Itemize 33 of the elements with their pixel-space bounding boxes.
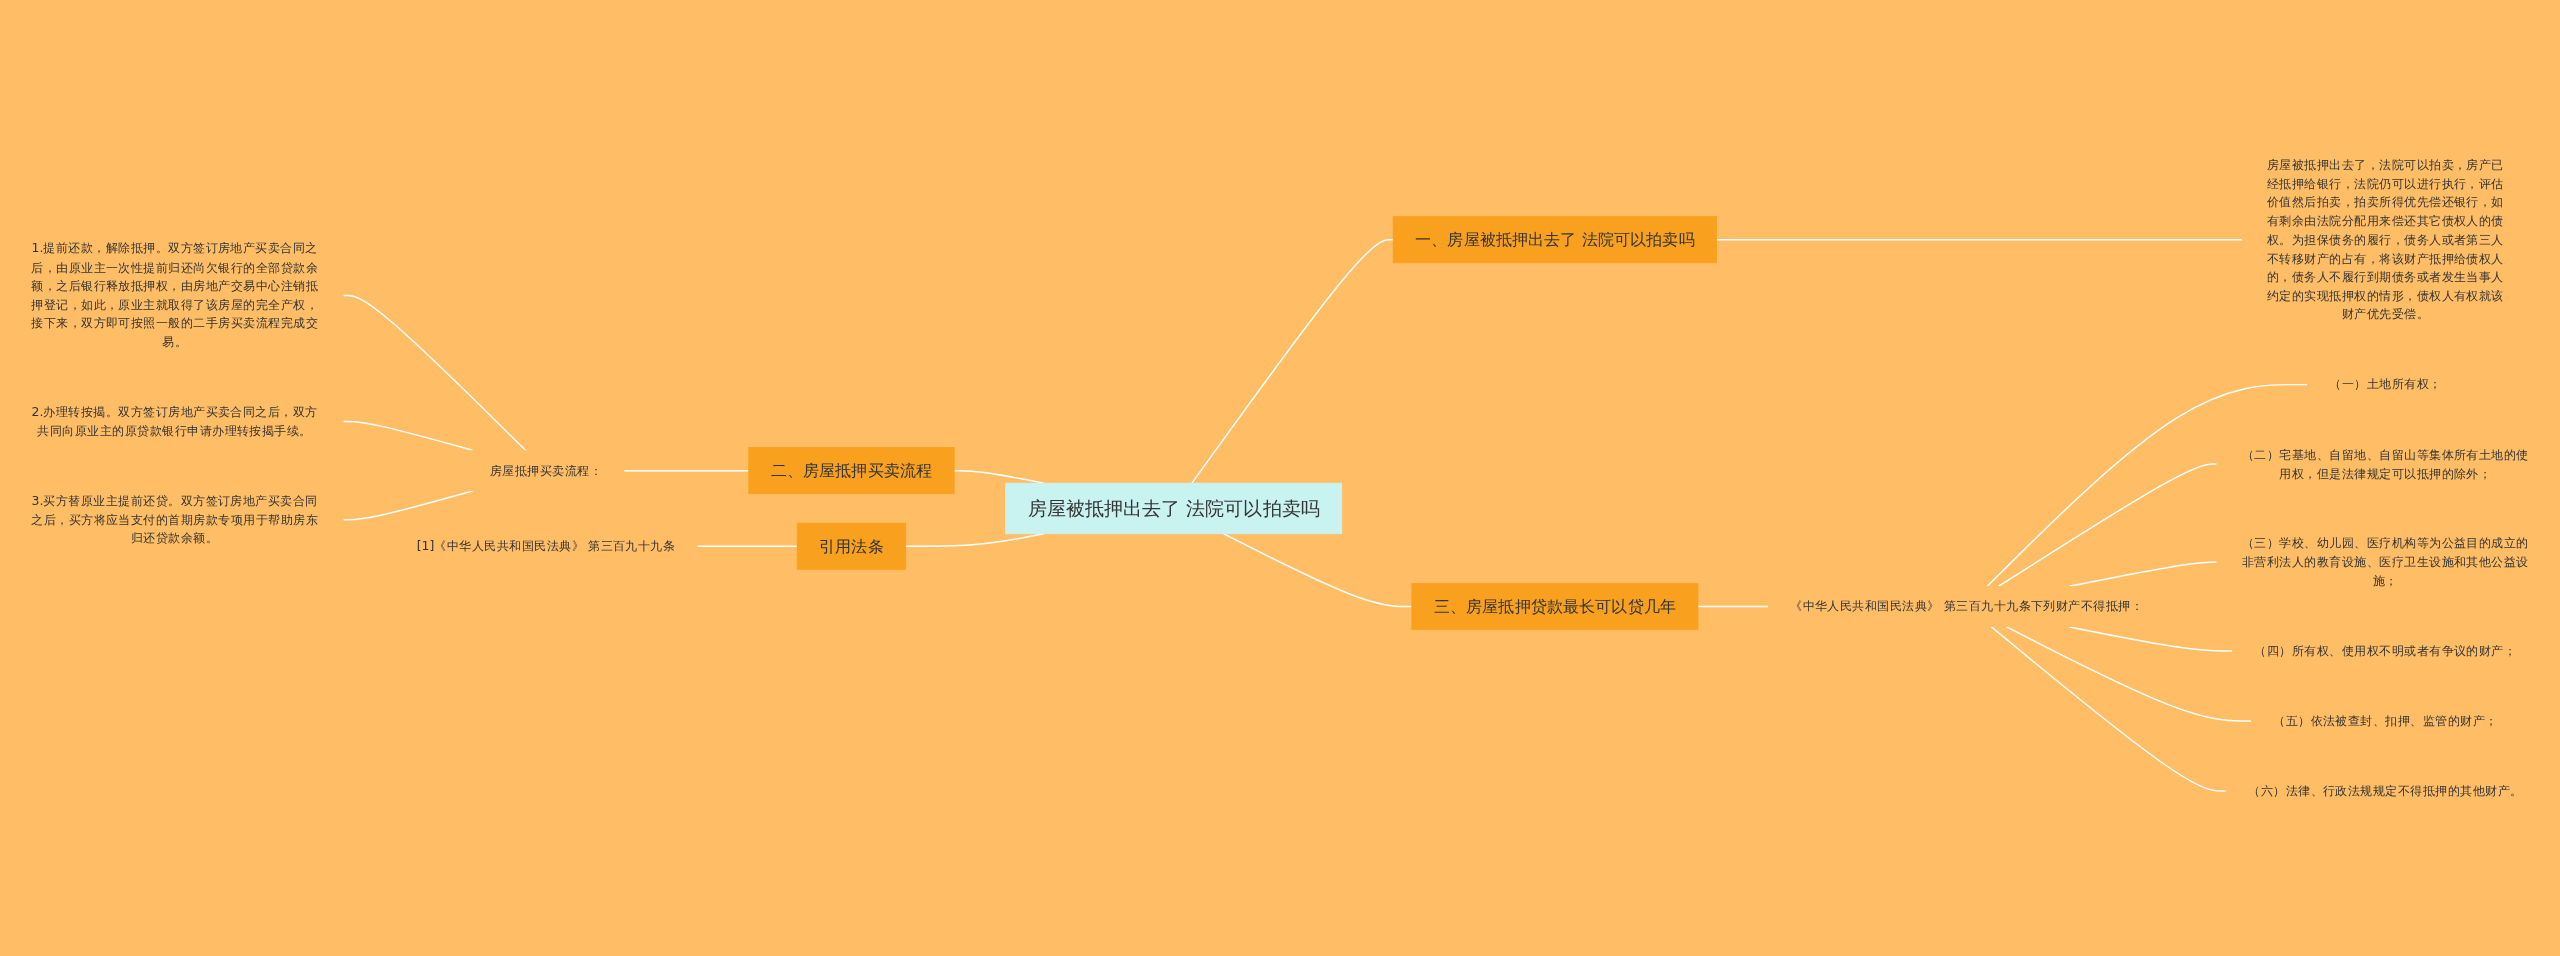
connector bbox=[342, 490, 474, 521]
connector bbox=[623, 469, 750, 472]
node-text: （一）土地所有权； bbox=[2329, 376, 2442, 392]
node-text: 3.买方替原业主提前还贷。双方签订房地产买卖合同之后，买方将应当支付的首期房款专项用于帮助房东归还贷款余额。 bbox=[31, 493, 319, 546]
node-box: 二、房屋抵押买卖流程 bbox=[748, 447, 955, 495]
connector bbox=[2005, 626, 2252, 722]
connector bbox=[1715, 239, 2244, 241]
node-text: [1]《中华人民共和国民法典》 第三百九十九条 bbox=[416, 538, 676, 554]
node-text: 1.提前还款，解除抵押。双方签订房地产买卖合同之后，由原业主一次性提前归还尚欠银行的全部贷款余额，之后银行释放抵押权，由房地产交易中心注销抵押登记，如此，原业主就取得了该房屋的完全产权，接下来，双方即可按照一般的二手房买卖流程完成交易。 bbox=[31, 240, 319, 349]
node-text: （六）法律、行政法规规定不得抵押的其他财产。 bbox=[2248, 783, 2523, 798]
node-text: 房屋被抵押出去了，法院可以拍卖，房产已经抵押给银行，法院仍可以进行执行，评估价值然后拍卖，拍卖所得优先偿还银行，如有剩余由法院分配用来偿还其它债权人的债权。为担保债务的履行，债务人或者第三人不转移财产的占有，将该财产抵押给债权人的，债务人不履行到期债务或者发生当事人约定的实现抵押权的情形，债权人有权就该财产优先受偿。 bbox=[2266, 157, 2504, 322]
connector bbox=[2068, 561, 2218, 587]
node-text: 《中华人民共和国民法典》 第三百九十九条下列财产不得抵押： bbox=[1790, 598, 2144, 614]
connector bbox=[2068, 626, 2234, 652]
connector bbox=[1697, 605, 1769, 608]
node-text: （三）学校、幼儿园、医疗机构等为公益目的成立的非营利法人的教育设施、医疗卫生设施和其他公益设施； bbox=[2241, 535, 2529, 588]
connector bbox=[1990, 626, 2227, 792]
node-text: （二）宅基地、自留地、自留山等集体所有土地的使用权，但是法律规定可以抵押的除外； bbox=[2241, 446, 2529, 481]
connector bbox=[1986, 383, 2308, 587]
connector bbox=[1997, 463, 2218, 587]
node-box: 房屋被抵押出去了 法院可以拍卖吗 bbox=[1005, 482, 1343, 535]
node-box: 一、房屋被抵押出去了 法院可以拍卖吗 bbox=[1392, 216, 1718, 264]
connector bbox=[342, 420, 474, 452]
connector bbox=[1222, 533, 1413, 608]
node-text: 房屋抵押买卖流程： bbox=[489, 462, 603, 478]
connector bbox=[342, 294, 527, 452]
node-box: 引用法条 bbox=[796, 522, 907, 570]
node-text: 2.办理转按揭。双方签订房地产买卖合同之后，双方共同向原业主的原贷款银行申请办理转按揭手续。 bbox=[31, 404, 318, 438]
node-text: （五）依法被查封、扣押、监管的财产； bbox=[2273, 713, 2498, 728]
connector bbox=[1191, 239, 1394, 484]
connector bbox=[696, 545, 798, 547]
node-text: （四）所有权、使用权不明或者有争议的财产； bbox=[2254, 643, 2517, 658]
node-box: 三、房屋抵押贷款最长可以贷几年 bbox=[1411, 583, 1699, 631]
